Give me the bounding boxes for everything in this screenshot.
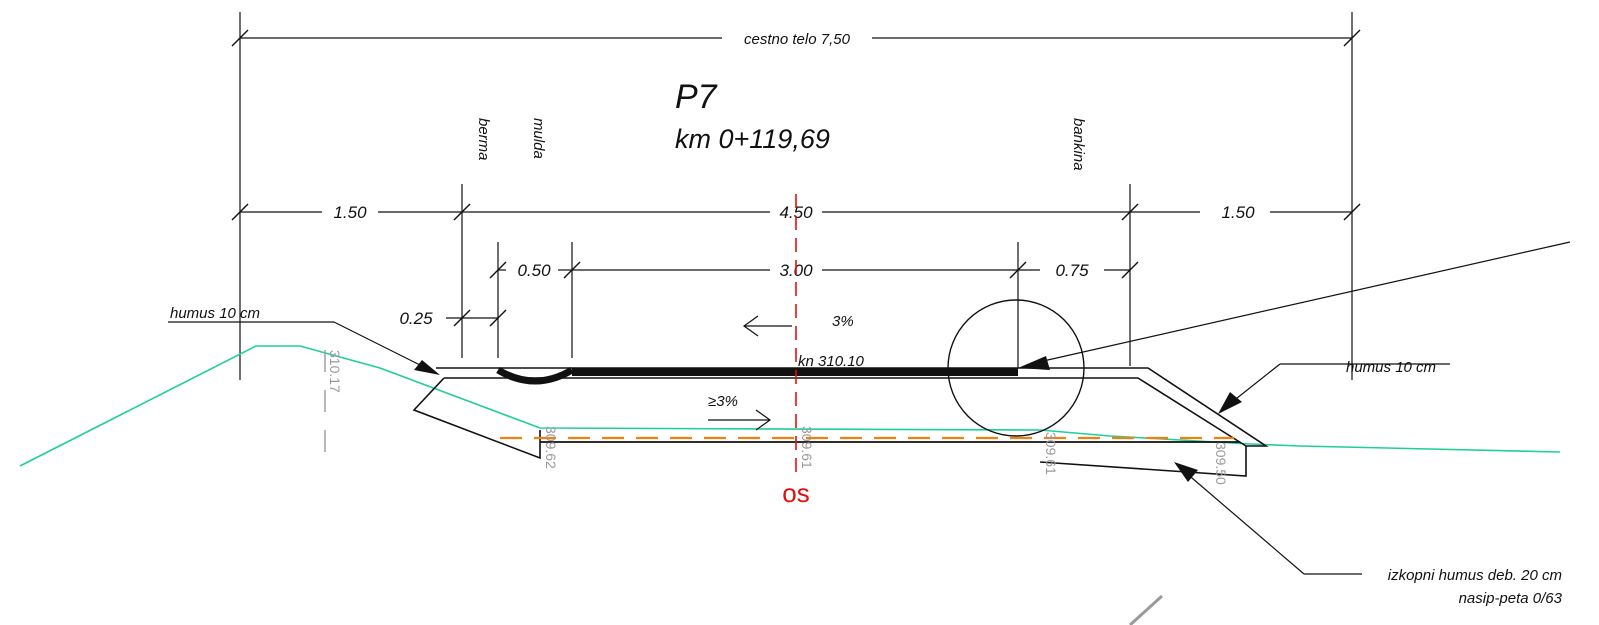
detail-arrowhead <box>1018 356 1050 370</box>
partial-grey-line <box>1128 594 1164 625</box>
axis-label: os <box>782 478 809 508</box>
detail-circle <box>947 299 1085 437</box>
berma-label: berma <box>475 118 492 161</box>
dim-right-bank: 0.75 <box>1055 261 1089 280</box>
mulda-label: mulda <box>530 118 547 159</box>
humus-right-callout: humus 10 cm <box>1218 359 1450 414</box>
axis-bottom-elevation: 309.61 <box>799 426 815 469</box>
dim-carriageway: 4.50 <box>779 203 813 222</box>
humus-left-arrowhead <box>414 360 440 375</box>
station-label: km 0+119,69 <box>675 124 830 154</box>
dimension-row-detail: 0.50 3.00 0.75 <box>489 261 1139 280</box>
left-terrain-elevation: 310.17 <box>327 350 343 393</box>
left-embankment <box>412 377 541 460</box>
right-toe-elevation: 309.50 <box>1213 442 1229 485</box>
ditch <box>496 366 574 385</box>
dim-berm: 0.25 <box>399 309 433 328</box>
humus-right-arrowhead <box>1218 392 1242 414</box>
detail-leader <box>1029 241 1571 365</box>
humus-left-callout: humus 10 cm <box>168 305 440 375</box>
humus-right-label: humus 10 cm <box>1346 359 1436 376</box>
subgrade-slope-label: ≥3% <box>708 393 738 410</box>
right-excavated-humus <box>1039 446 1247 477</box>
dim-left-shoulder: 1.50 <box>333 203 367 222</box>
surface-slope-label: 3% <box>832 313 854 330</box>
surface-slope: 3% <box>742 313 854 337</box>
excavated-humus-arrowhead <box>1174 462 1198 482</box>
dimension-total-width: cestno telo 7,50 <box>231 29 1361 48</box>
total-width-label: cestno telo 7,50 <box>744 31 851 48</box>
dimension-row-main: 1.50 4.50 1.50 <box>231 203 1361 222</box>
humus-left-label: humus 10 cm <box>170 305 260 322</box>
terrain-line <box>19 345 1561 467</box>
ditch-bottom-elevation: 309.62 <box>543 426 559 469</box>
right-bottom-elevation: 309.61 <box>1043 432 1059 475</box>
bankina-label: bankina <box>1070 118 1087 171</box>
dimension-berm: 0.25 <box>399 309 507 328</box>
excavated-humus-callout: izkopni humus deb. 20 cm nasip-peta 0/63 <box>1174 462 1563 607</box>
dim-right-shoulder: 1.50 <box>1221 203 1255 222</box>
axis-elevation: kn 310.10 <box>798 353 865 370</box>
excavated-humus-label: izkopni humus deb. 20 cm <box>1388 567 1562 584</box>
embankment-toe-label: nasip-peta 0/63 <box>1459 590 1563 607</box>
subgrade-slope: ≥3% <box>708 393 772 431</box>
road-body-outline <box>436 367 1269 447</box>
profile-title: P7 <box>675 78 718 116</box>
dim-ditch: 0.50 <box>517 261 551 280</box>
